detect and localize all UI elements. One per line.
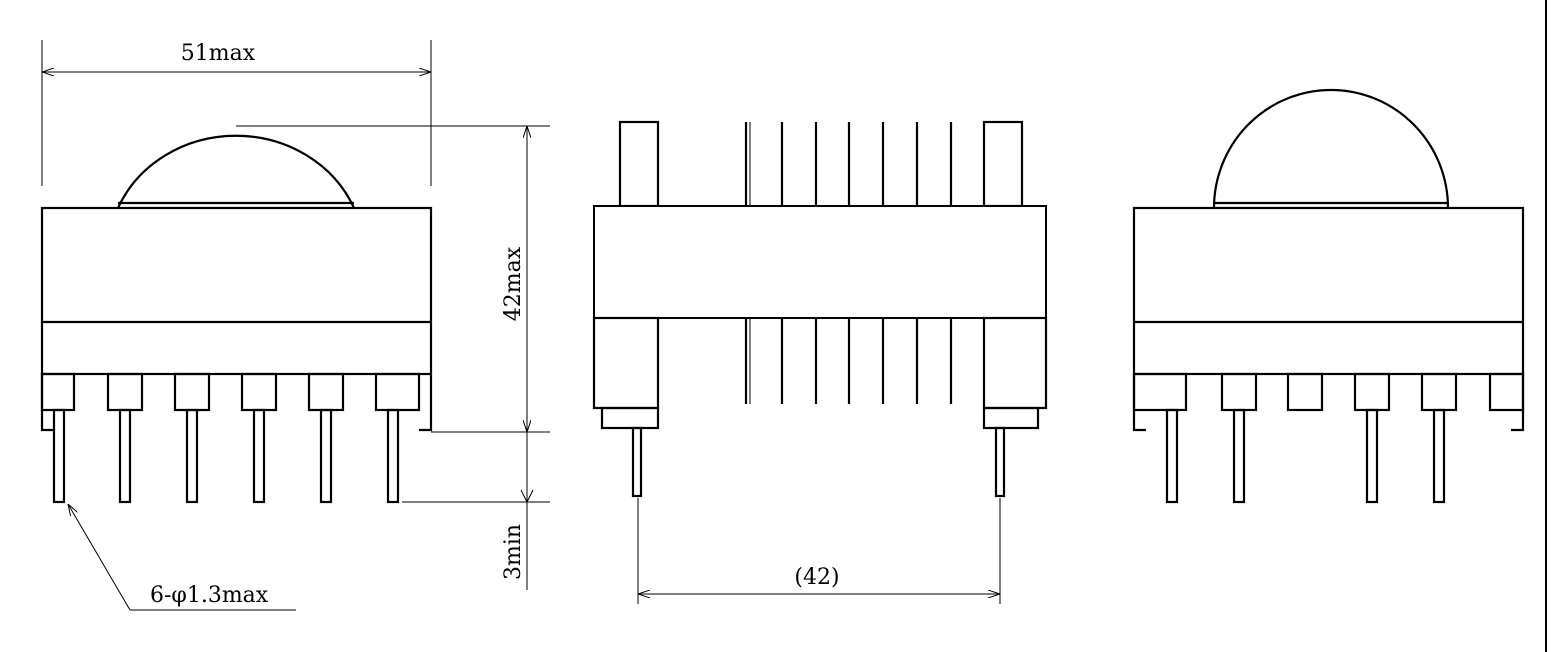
middle-body bbox=[593, 205, 1047, 319]
left-pins bbox=[40, 372, 421, 504]
pitch-dimension: (42) bbox=[637, 498, 1001, 604]
left-body bbox=[40, 206, 433, 376]
left-dome bbox=[116, 134, 356, 209]
height-dimension: 42max 3min bbox=[236, 125, 550, 590]
width-label: 51max bbox=[181, 41, 256, 66]
right-body bbox=[1132, 206, 1525, 376]
pin-diameter-label: 6-φ1.3max bbox=[150, 583, 269, 608]
right-pins bbox=[1132, 372, 1525, 504]
pin-length-label: 3min bbox=[501, 524, 526, 580]
height-label: 42max bbox=[501, 246, 526, 321]
width-dimension: 51max bbox=[41, 40, 432, 186]
pitch-label: (42) bbox=[794, 565, 839, 590]
pin-diameter-callout: 6-φ1.3max bbox=[68, 504, 296, 611]
right-dome bbox=[1212, 88, 1450, 209]
right-view bbox=[1132, 88, 1525, 504]
left-view bbox=[40, 134, 433, 504]
middle-view bbox=[592, 120, 1048, 498]
